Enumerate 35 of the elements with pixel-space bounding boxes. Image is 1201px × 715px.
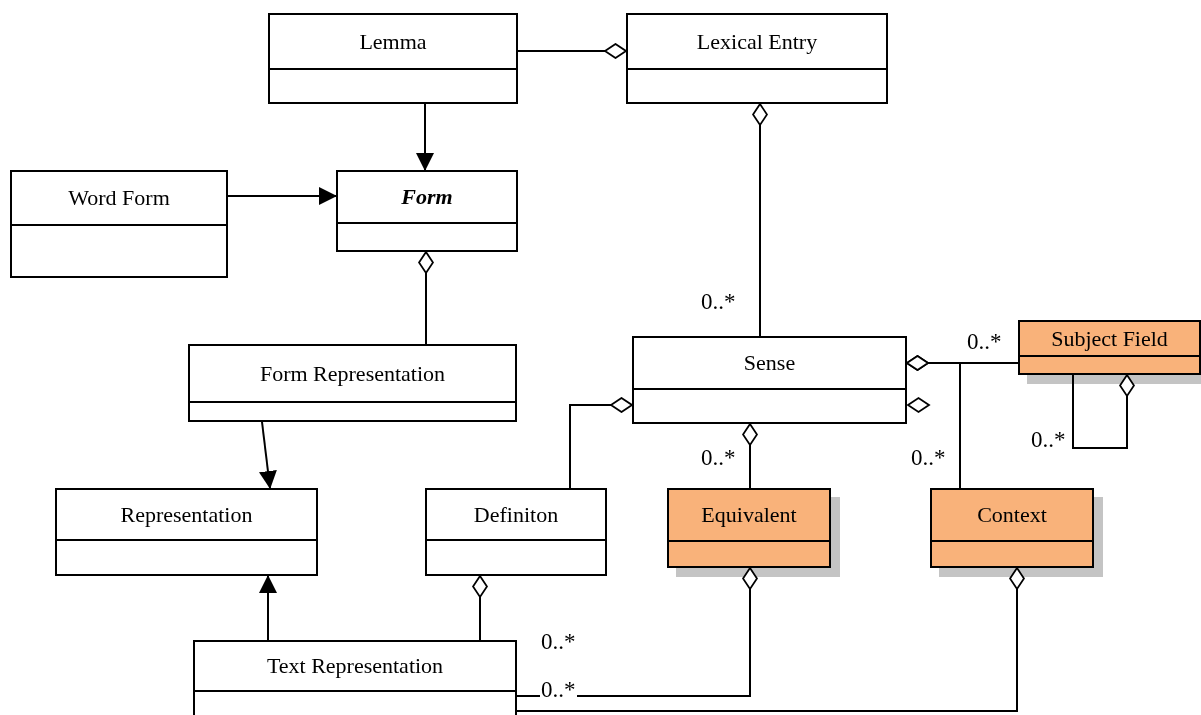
association-line [906,355,961,489]
class-box [268,13,518,104]
association-line [742,423,758,489]
class-box [55,488,318,576]
association-line [517,43,627,59]
class-name: Text Representation [266,653,444,679]
class-box [336,170,518,252]
class-box [188,344,517,422]
association-line [516,567,758,697]
class-name: Form [401,184,453,210]
class-box [632,336,907,424]
association-line [418,251,434,345]
association-line [227,187,337,205]
class-box [425,488,607,576]
class-name: Form Representation [259,360,446,387]
class-name: Representation [120,501,253,528]
class-name: Subject Field [1051,325,1168,352]
association-line [416,103,434,171]
class-name: Lexical Entry [696,28,818,55]
class-box [626,13,888,104]
association-line [569,397,633,489]
class-box [193,640,517,715]
association-line [259,575,277,641]
class-name: Context [977,502,1047,528]
class-name: Sense [743,350,796,376]
association-line [1072,374,1135,449]
class-name: Definiton [473,501,559,528]
association-line [752,103,768,337]
class-name: Lemma [359,28,427,55]
association-line [472,575,488,641]
class-name: Equivalent [701,502,797,528]
class-name: Word Form [68,185,170,211]
class-box [10,170,228,278]
association-line [259,421,277,489]
association-line [516,567,1025,712]
